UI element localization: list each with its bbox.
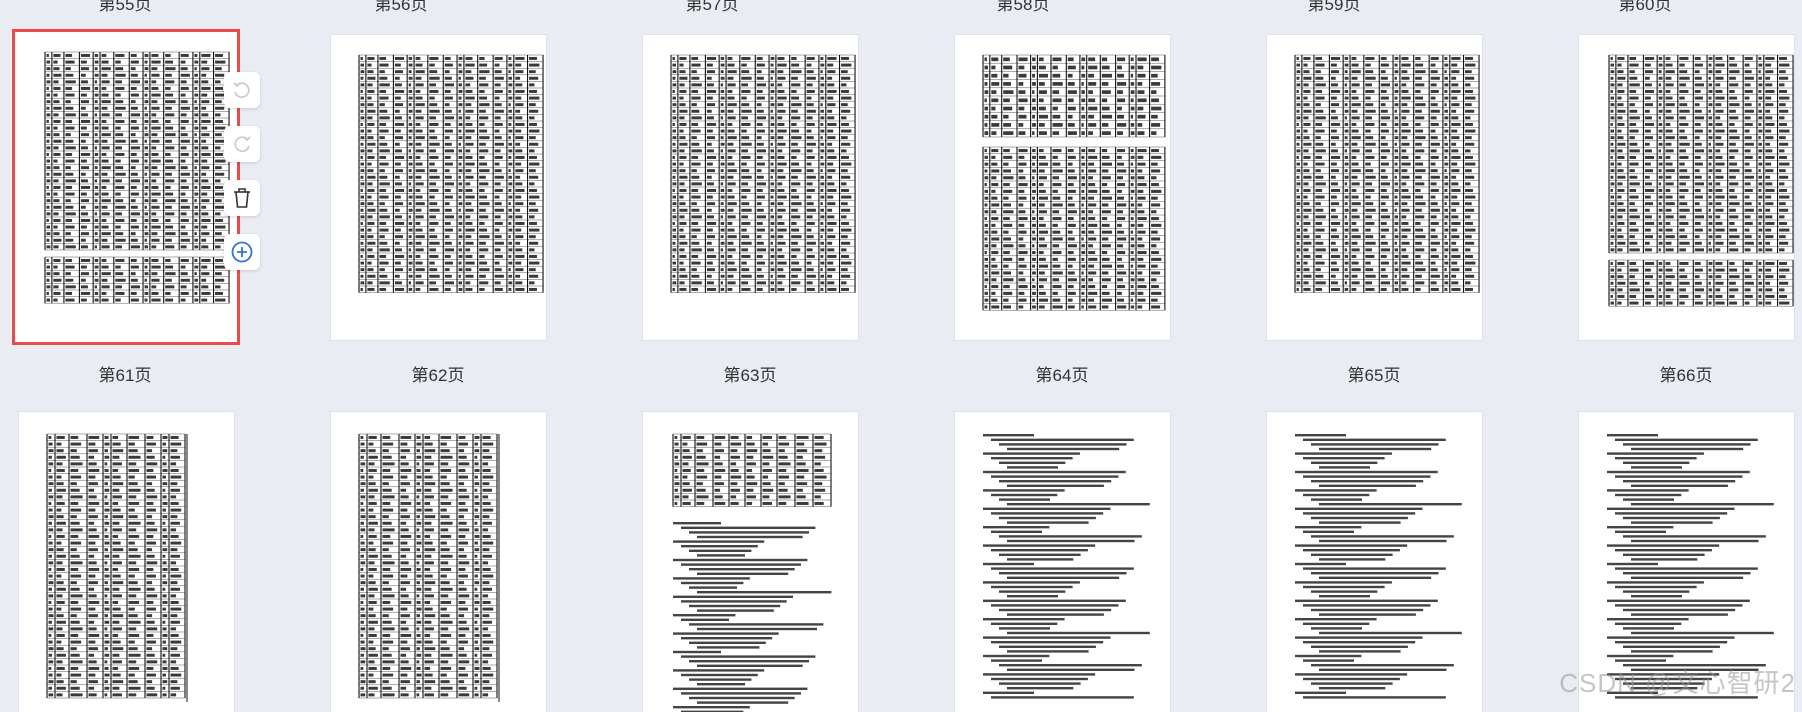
rotate-left-icon bbox=[233, 82, 250, 98]
table-block bbox=[1608, 54, 1794, 254]
table-block bbox=[44, 51, 230, 251]
table-block bbox=[672, 433, 832, 507]
page-thumbnail-71[interactable] bbox=[1267, 412, 1482, 712]
code-block bbox=[1607, 434, 1774, 699]
add-icon bbox=[231, 241, 253, 263]
page-label-65: 第65页 bbox=[1347, 366, 1401, 385]
table-block bbox=[358, 433, 498, 699]
table-block bbox=[982, 54, 1166, 138]
page-thumbnail-69[interactable] bbox=[643, 412, 858, 712]
page-thumbnail-72[interactable] bbox=[1579, 412, 1794, 712]
page-label: 第56页 bbox=[374, 0, 428, 14]
page-label-64: 第64页 bbox=[1035, 366, 1089, 385]
rotate-right-button[interactable] bbox=[224, 126, 260, 162]
page-label-62: 第62页 bbox=[411, 366, 465, 385]
table-block bbox=[1608, 259, 1794, 307]
page-label: 第58页 bbox=[996, 0, 1050, 14]
table-block bbox=[982, 146, 1166, 311]
page-label: 第55页 bbox=[98, 0, 152, 14]
rotate-left-button[interactable] bbox=[224, 72, 260, 108]
page-label: 第59页 bbox=[1307, 0, 1361, 14]
watermark: CSDN @文心智研2 bbox=[1559, 668, 1796, 698]
page-thumbnail-65[interactable] bbox=[1267, 35, 1482, 340]
table-block bbox=[44, 256, 230, 304]
page-thumbnail-62[interactable] bbox=[331, 35, 546, 340]
table-block bbox=[670, 54, 856, 293]
add-page-button[interactable] bbox=[224, 234, 260, 270]
code-block bbox=[983, 434, 1150, 699]
page-label-63: 第63页 bbox=[723, 366, 777, 385]
table-block bbox=[358, 54, 544, 293]
page-thumbnail-70[interactable] bbox=[955, 412, 1170, 712]
page-thumbnail-68[interactable] bbox=[331, 412, 546, 712]
page-label-61: 第61页 bbox=[98, 366, 152, 385]
page-label-66: 第66页 bbox=[1659, 366, 1713, 385]
page-label: 第60页 bbox=[1618, 0, 1672, 14]
page-thumbnail-64[interactable] bbox=[955, 35, 1170, 340]
code-block bbox=[1295, 434, 1462, 699]
table-block bbox=[1294, 54, 1480, 293]
page-thumbnail-67[interactable] bbox=[19, 412, 234, 712]
code-block bbox=[673, 522, 832, 712]
delete-icon bbox=[234, 188, 250, 208]
page-thumbnail-66[interactable] bbox=[1579, 35, 1794, 340]
table-block bbox=[46, 433, 186, 699]
delete-page-button[interactable] bbox=[224, 180, 260, 216]
rotate-right-icon bbox=[234, 136, 251, 152]
page-thumbnail-63[interactable] bbox=[643, 35, 858, 340]
page-label: 第57页 bbox=[685, 0, 739, 14]
page-thumbnail-61[interactable] bbox=[15, 32, 237, 342]
